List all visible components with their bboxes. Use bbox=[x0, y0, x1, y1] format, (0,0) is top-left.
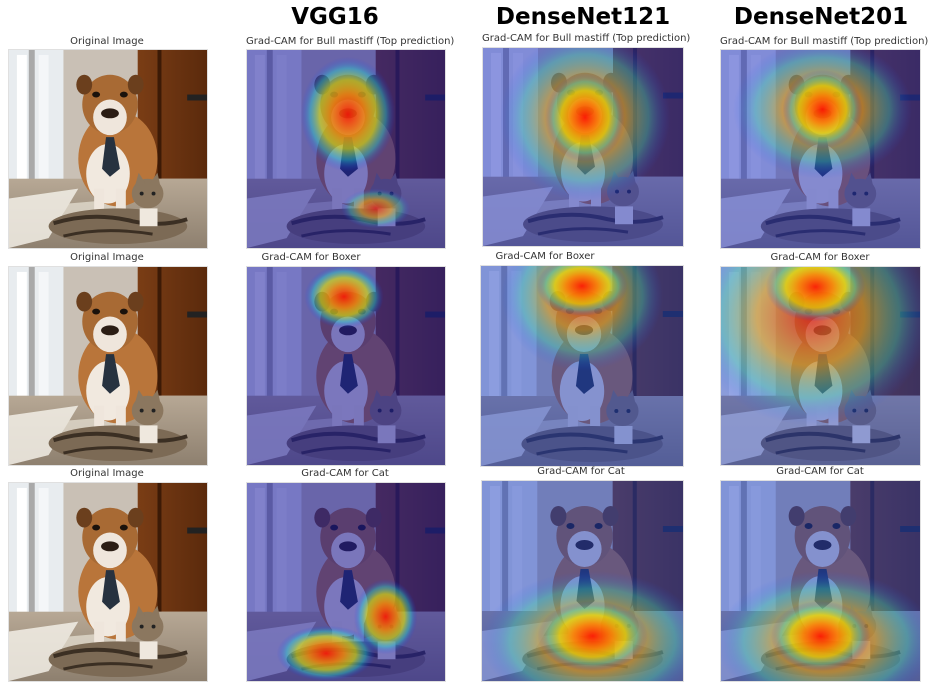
original-image-title: Original Image bbox=[70, 252, 144, 263]
gradcam-heatmap-image bbox=[246, 266, 446, 466]
gradcam-title: Grad-CAM for Cat bbox=[537, 466, 625, 477]
gradcam-title: Grad-CAM for Cat bbox=[776, 466, 864, 477]
gradcam-title: Grad-CAM for Cat bbox=[301, 468, 389, 479]
gradcam-title: Grad-CAM for Boxer bbox=[261, 252, 361, 263]
gradcam-heatmap-image bbox=[720, 266, 921, 466]
gradcam-heatmap-image bbox=[482, 47, 684, 247]
gradcam-heatmap-image bbox=[246, 482, 446, 682]
gradcam-heatmap-image bbox=[246, 49, 446, 249]
gradcam-heatmap-image bbox=[720, 49, 921, 249]
gradcam-title: Grad-CAM for Boxer bbox=[770, 252, 870, 263]
original-image-title: Original Image bbox=[70, 468, 144, 479]
original-image bbox=[8, 482, 208, 682]
gradcam-heatmap-image bbox=[480, 265, 684, 467]
gradcam-heatmap-image bbox=[720, 480, 921, 682]
gradcam-title: Grad-CAM for Boxer bbox=[495, 251, 595, 262]
original-image bbox=[8, 49, 208, 249]
gradcam-title: Grad-CAM for Bull mastiff (Top predictio… bbox=[720, 36, 929, 47]
column-header-densenet201: DenseNet201 bbox=[733, 4, 909, 30]
gradcam-title: Grad-CAM for Bull mastiff (Top predictio… bbox=[482, 33, 691, 44]
gradcam-title: Grad-CAM for Bull mastiff (Top predictio… bbox=[246, 36, 455, 47]
column-header-densenet121: DenseNet121 bbox=[495, 4, 671, 30]
original-image bbox=[8, 266, 208, 466]
column-header-vgg16: VGG16 bbox=[291, 4, 379, 30]
gradcam-heatmap-image bbox=[481, 480, 684, 682]
original-image-title: Original Image bbox=[70, 36, 144, 47]
